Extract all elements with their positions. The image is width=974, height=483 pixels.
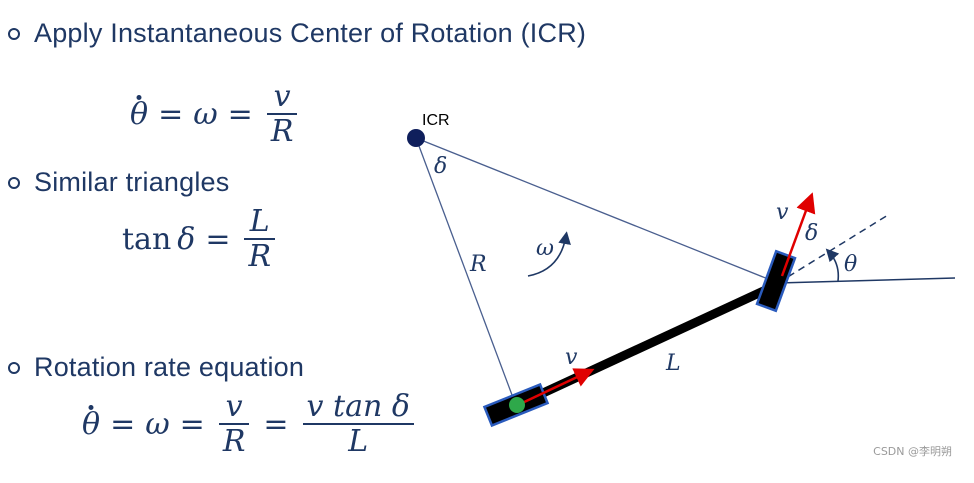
bullet-similar-triangles: Similar triangles	[8, 167, 229, 198]
l-label: L	[665, 351, 681, 376]
denominator: R	[222, 424, 246, 459]
bullet-marker	[8, 176, 20, 189]
front-velocity-arrow	[780, 192, 816, 277]
theta-label: θ	[844, 252, 857, 277]
bullet-rotation-rate: Rotation rate equation	[8, 352, 304, 383]
numerator: L	[249, 204, 270, 239]
rotation-arrow-icon	[527, 231, 571, 277]
rear-v-label: v	[565, 345, 578, 370]
bullet-marker	[8, 361, 20, 374]
equation-tan-delta: tan δ = L R	[122, 205, 279, 273]
front-wheel	[755, 249, 797, 313]
fraction-v-over-r: v R	[218, 389, 250, 459]
numerator: v	[273, 79, 291, 114]
denominator: L	[348, 424, 369, 459]
theta-dot: θ	[130, 96, 149, 132]
bullet-icr: Apply Instantaneous Center of Rotation (…	[8, 18, 586, 49]
icr-label: ICR	[422, 112, 450, 129]
icr-to-front-line	[415, 137, 779, 284]
fraction-vtan-over-l: v tan δ L	[302, 389, 414, 459]
fraction-l-over-r: L R	[244, 204, 276, 274]
body-extension-dashed	[777, 214, 889, 284]
fraction-bar	[266, 113, 298, 115]
delta-label-front: δ	[805, 221, 818, 246]
omega-label: ω	[536, 236, 554, 261]
numerator: v	[225, 389, 243, 424]
heading-reference-line	[777, 277, 956, 284]
bullet-marker	[8, 27, 20, 40]
watermark: CSDN @李明朔	[873, 445, 952, 458]
bullet-text: Similar triangles	[34, 167, 230, 197]
delta-label-icr: δ	[434, 154, 447, 179]
fraction-bar	[218, 423, 250, 425]
bullet-text: Apply Instantaneous Center of Rotation (…	[34, 18, 587, 48]
icr-point	[407, 129, 425, 147]
theta-dot: θ	[82, 406, 101, 442]
fraction-v-over-r: v R	[266, 79, 298, 149]
front-v-label: v	[776, 200, 789, 225]
bullet-text: Rotation rate equation	[34, 352, 305, 382]
r-label: R	[469, 252, 487, 277]
theta-arc-icon	[825, 248, 840, 282]
radius-line	[415, 137, 516, 404]
rear-velocity-arrow	[519, 368, 595, 406]
denominator: R	[248, 239, 272, 274]
fraction-bar	[302, 423, 414, 425]
omega-symbol: ω	[193, 96, 218, 132]
numerator: v tan δ	[306, 389, 410, 424]
tan-function: tan	[122, 221, 172, 257]
equation-theta-dot-1: θ = ω = v R	[130, 80, 301, 148]
omega-symbol: ω	[145, 406, 170, 442]
equation-theta-dot-2: θ = ω = v R = v tan δ L	[82, 390, 418, 458]
rear-axle-point	[509, 397, 525, 413]
fraction-bar	[244, 238, 276, 240]
delta-symbol: δ	[177, 221, 196, 257]
denominator: R	[270, 114, 294, 149]
